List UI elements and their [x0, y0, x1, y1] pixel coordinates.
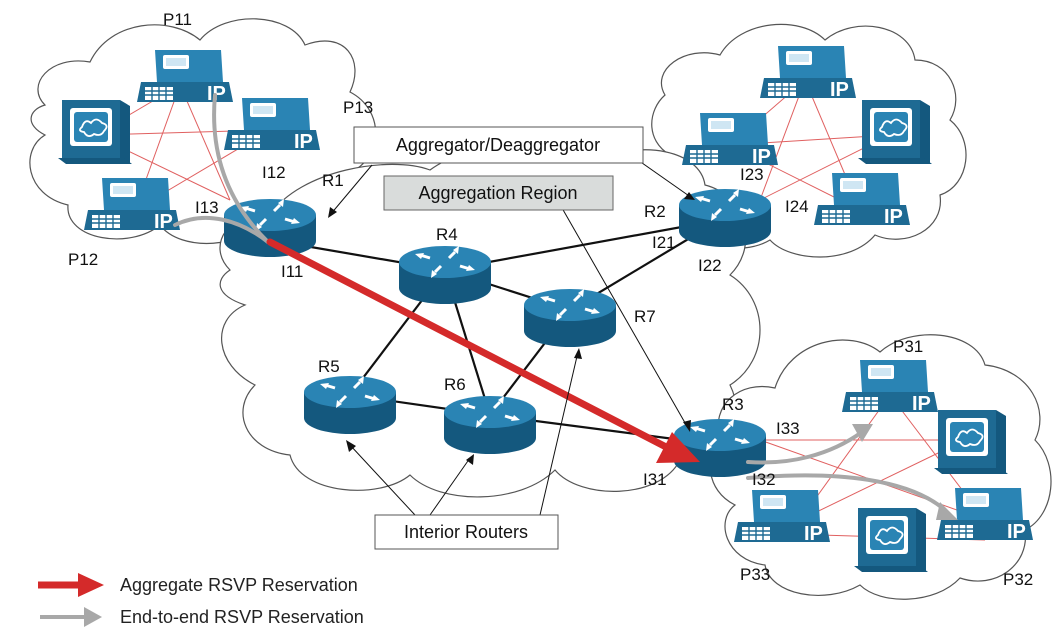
- router-r4: [397, 244, 493, 306]
- legend-aggregate-arrow: [38, 573, 104, 597]
- router-r4-label: R4: [436, 225, 458, 244]
- router-r6-label: R6: [444, 375, 466, 394]
- phone-p11-label: P11: [163, 10, 192, 29]
- svg-text:Aggregator/Deaggregator: Aggregator/Deaggregator: [396, 135, 600, 155]
- router-r5: [302, 374, 398, 436]
- interface-i13-label: I13: [195, 198, 219, 217]
- interface-i11-label: I11: [281, 262, 303, 281]
- router-r7-label: R7: [634, 307, 656, 326]
- interface-i23-label: I23: [740, 165, 764, 184]
- workstation-site3-bottom: [853, 507, 929, 573]
- phone-p12: IP: [83, 177, 181, 233]
- interface-i24-label: I24: [785, 197, 809, 216]
- svg-text:IP: IP: [884, 206, 903, 228]
- end-to-end-paths: [173, 93, 947, 512]
- phone-p32-label: P32: [1003, 570, 1033, 589]
- svg-text:IP: IP: [294, 131, 313, 153]
- svg-text:IP: IP: [154, 211, 173, 233]
- svg-text:Aggregation Region: Aggregation Region: [418, 183, 577, 203]
- legend: Aggregate RSVP Reservation End-to-end RS…: [38, 573, 364, 627]
- phone-p33: IP: [733, 489, 831, 545]
- workstation-site3-right: [933, 409, 1009, 475]
- legend-end-to-end-label: End-to-end RSVP Reservation: [120, 607, 364, 627]
- svg-text:IP: IP: [1007, 521, 1026, 543]
- svg-text:IP: IP: [804, 523, 823, 545]
- end-to-end-arrowheads: [852, 424, 958, 520]
- svg-text:IP: IP: [912, 393, 931, 415]
- interface-i12-label: I12: [262, 163, 286, 182]
- legend-aggregate-label: Aggregate RSVP Reservation: [120, 575, 358, 595]
- aggregation-region-label: Aggregation Region: [383, 175, 614, 211]
- interface-i21-label: I21: [652, 233, 676, 252]
- phone-p33-label: P33: [740, 565, 770, 584]
- phone-p13-label: P13: [343, 98, 373, 117]
- svg-text:Interior Routers: Interior Routers: [404, 522, 528, 542]
- router-r2-label: R2: [644, 202, 666, 221]
- phone-site2-left: IP: [681, 112, 779, 168]
- phone-p31-label: P31: [893, 337, 923, 356]
- annotation-pointers: [329, 157, 693, 516]
- router-r7: [522, 287, 618, 349]
- aggregator-deaggregator-label: Aggregator/Deaggregator: [353, 126, 644, 164]
- interface-i22-label: I22: [698, 256, 722, 275]
- phone-p31: IP: [841, 359, 939, 415]
- interface-i33-label: I33: [776, 419, 800, 438]
- svg-text:IP: IP: [830, 79, 849, 101]
- workstation-site1: [57, 99, 133, 165]
- aggregate-reservation-arrow: [266, 238, 700, 463]
- legend-end-to-end-arrow: [40, 607, 102, 627]
- router-r3-label: R3: [722, 395, 744, 414]
- interface-i32-label: I32: [752, 470, 776, 489]
- phone-site2-top: IP: [759, 45, 857, 101]
- svg-text:IP: IP: [752, 146, 771, 168]
- interior-routers-label: Interior Routers: [374, 514, 559, 550]
- phone-p13: IP: [223, 97, 321, 153]
- workstation-site2: [857, 99, 933, 165]
- phone-p32: IP: [936, 487, 1034, 543]
- phone-p12-label: P12: [68, 250, 98, 269]
- interface-i31-label: I31: [643, 470, 667, 489]
- router-r6: [442, 394, 538, 456]
- phone-site2-right: IP: [813, 172, 911, 228]
- annotation-arrowheads: [328, 192, 695, 465]
- router-r1-label: R1: [322, 171, 344, 190]
- router-r5-label: R5: [318, 357, 340, 376]
